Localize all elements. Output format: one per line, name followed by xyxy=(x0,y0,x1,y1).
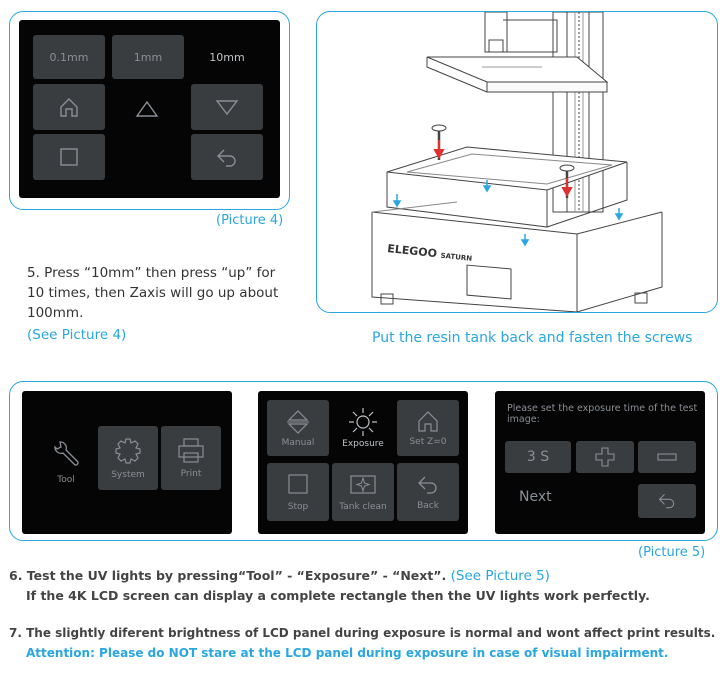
decrease-button[interactable] xyxy=(638,441,696,473)
step6-line1: 6. Test the UV lights by pressing“Tool” … xyxy=(9,568,550,584)
manual-button[interactable]: Manual xyxy=(267,400,329,456)
down-button[interactable] xyxy=(191,84,263,130)
return-arrow-icon xyxy=(658,493,675,509)
setz-button[interactable]: Set Z=0 xyxy=(397,400,459,456)
up-button[interactable] xyxy=(129,94,165,124)
stop-button[interactable] xyxy=(33,134,105,180)
picture5-screen1: Tool System Print xyxy=(22,391,232,534)
next-button[interactable]: Next xyxy=(519,489,552,505)
printer-model: SATURN xyxy=(440,252,472,263)
home-icon xyxy=(418,411,438,432)
printer-illustration: ELEGOO SATURN xyxy=(371,12,663,312)
printer-caption: Put the resin tank back and fasten the s… xyxy=(372,330,693,346)
up-down-arrows-icon xyxy=(287,410,309,434)
printer-icon xyxy=(178,438,204,463)
tank-clean-button[interactable]: Tank clean xyxy=(332,463,394,521)
picture4-caption: (Picture 4) xyxy=(216,213,284,228)
wrench-icon xyxy=(54,441,79,466)
return-arrow-icon xyxy=(418,476,437,494)
system-button[interactable]: System xyxy=(98,426,158,490)
triangle-down-icon xyxy=(215,100,239,116)
step7-line1: 7. The slightly diferent brightness of L… xyxy=(9,626,716,640)
exposure-prompt: Please set the exposure time of the test… xyxy=(507,403,698,425)
btn-0-1mm[interactable]: 0.1mm xyxy=(33,35,105,79)
stop-button-2[interactable]: Stop xyxy=(267,463,329,521)
back-button-2[interactable]: Back xyxy=(397,463,459,521)
step5-line2: 10 times, then Zaxis will go up about xyxy=(27,285,279,301)
btn-1mm[interactable]: 1mm xyxy=(112,35,184,79)
tank-sparkle-icon xyxy=(350,475,376,494)
return-arrow-icon xyxy=(217,149,236,167)
picture4-screen: 0.1mm 1mm 10mm xyxy=(19,20,280,198)
tool-button[interactable]: Tool xyxy=(32,429,100,495)
picture4-frame xyxy=(9,11,290,210)
step5-line3: 100mm. xyxy=(27,305,84,321)
triangle-up-icon xyxy=(135,100,159,117)
square-stop-icon xyxy=(288,474,308,494)
picture5-frame xyxy=(9,381,718,541)
picture5-caption: (Picture 5) xyxy=(638,545,706,560)
back-button[interactable] xyxy=(191,134,263,180)
home-icon xyxy=(60,98,78,117)
exposure-button[interactable]: Exposure xyxy=(332,400,394,456)
minus-icon xyxy=(657,453,677,461)
home-button[interactable] xyxy=(33,84,105,130)
step6-see-picture5: (See Picture 5) xyxy=(450,568,550,584)
step5-see-picture4: (See Picture 4) xyxy=(27,327,127,343)
step5-line1: 5. Press “10mm” then press “up” for xyxy=(27,265,276,281)
increase-button[interactable] xyxy=(576,441,634,473)
back-button-3[interactable] xyxy=(638,484,696,518)
printer-brand: ELEGOO xyxy=(387,242,438,260)
gear-icon xyxy=(115,438,141,464)
picture5-screen3: Please set the exposure time of the test… xyxy=(495,391,705,534)
print-button[interactable]: Print xyxy=(161,426,221,490)
plus-icon xyxy=(595,447,615,467)
step7-attention: Attention: Please do NOT stare at the LC… xyxy=(26,646,669,660)
btn-10mm[interactable]: 10mm xyxy=(209,50,245,64)
square-stop-icon xyxy=(60,148,78,166)
svg-text:ELEGOO SATURN: ELEGOO SATURN xyxy=(387,242,473,264)
step6-line2: If the 4K LCD screen can display a compl… xyxy=(26,588,650,603)
picture5-screen2: Manual Exposure Set Z=0 Stop Tank clean … xyxy=(258,391,468,534)
printer-frame xyxy=(316,11,718,313)
sun-icon xyxy=(349,408,377,436)
exposure-time-value[interactable]: 3 S xyxy=(505,441,571,473)
